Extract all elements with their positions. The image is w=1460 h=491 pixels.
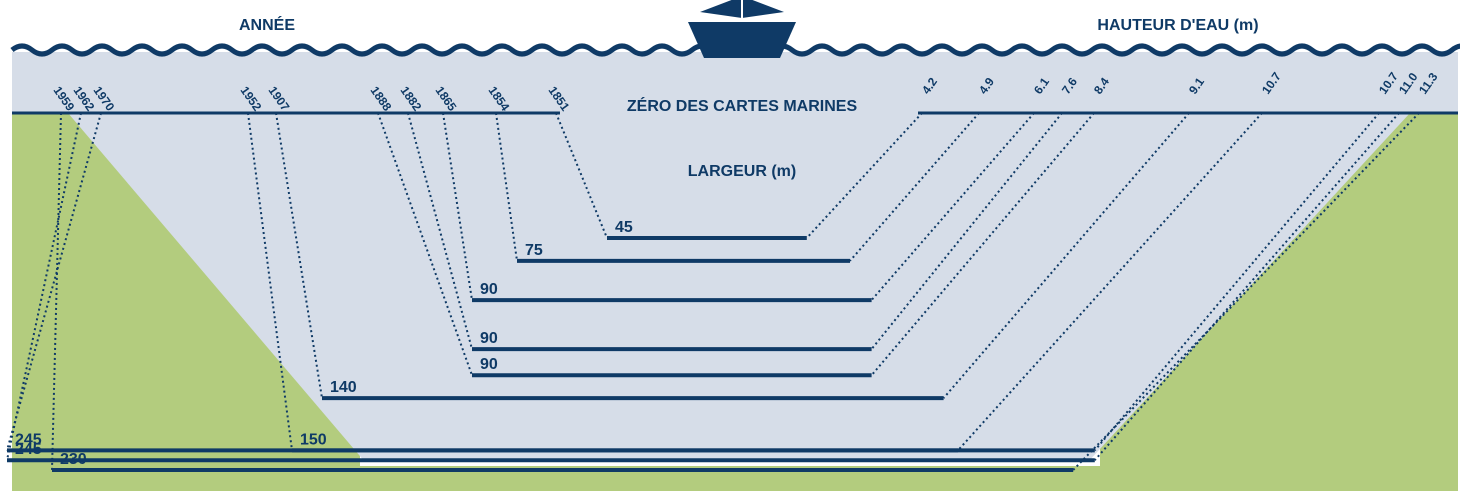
year-header: ANNÉE [239, 15, 295, 34]
slope-right-1962 [1094, 112, 1400, 461]
water-body [12, 52, 1458, 462]
width-label-1907: 140 [330, 379, 357, 396]
slope-right-1952 [957, 112, 1263, 452]
width-header: LARGEUR (m) [688, 163, 796, 180]
width-label-1970: 245 [15, 431, 42, 448]
width-label-1962: 245 [15, 441, 42, 458]
width-label-1888: 90 [480, 356, 498, 373]
width-label-1959: 230 [60, 451, 87, 468]
ship-icon [688, 0, 796, 58]
slope-right-1851 [806, 112, 923, 239]
slope-left-1882 [407, 112, 473, 350]
slope-right-1970 [1094, 112, 1380, 452]
width-label-1851: 45 [615, 219, 633, 236]
width-label-1865: 90 [480, 281, 498, 298]
slope-left-1952 [247, 112, 293, 451]
slope-right-1865 [870, 112, 1035, 301]
slope-left-1970 [6, 112, 102, 451]
chart-datum-label: ZÉRO DES CARTES MARINES [627, 96, 858, 115]
width-label-1854: 75 [525, 242, 543, 259]
depth-header: HAUTEUR D'EAU (m) [1097, 17, 1258, 34]
slope-left-1888 [377, 112, 473, 376]
slope-left-1962 [6, 112, 82, 461]
slope-right-1882 [870, 112, 1063, 350]
slope-left-1907 [275, 112, 323, 399]
width-label-1882: 90 [480, 330, 498, 347]
slope-right-1888 [870, 112, 1095, 376]
slope-left-1865 [442, 112, 473, 301]
width-label-1952: 150 [300, 431, 327, 448]
